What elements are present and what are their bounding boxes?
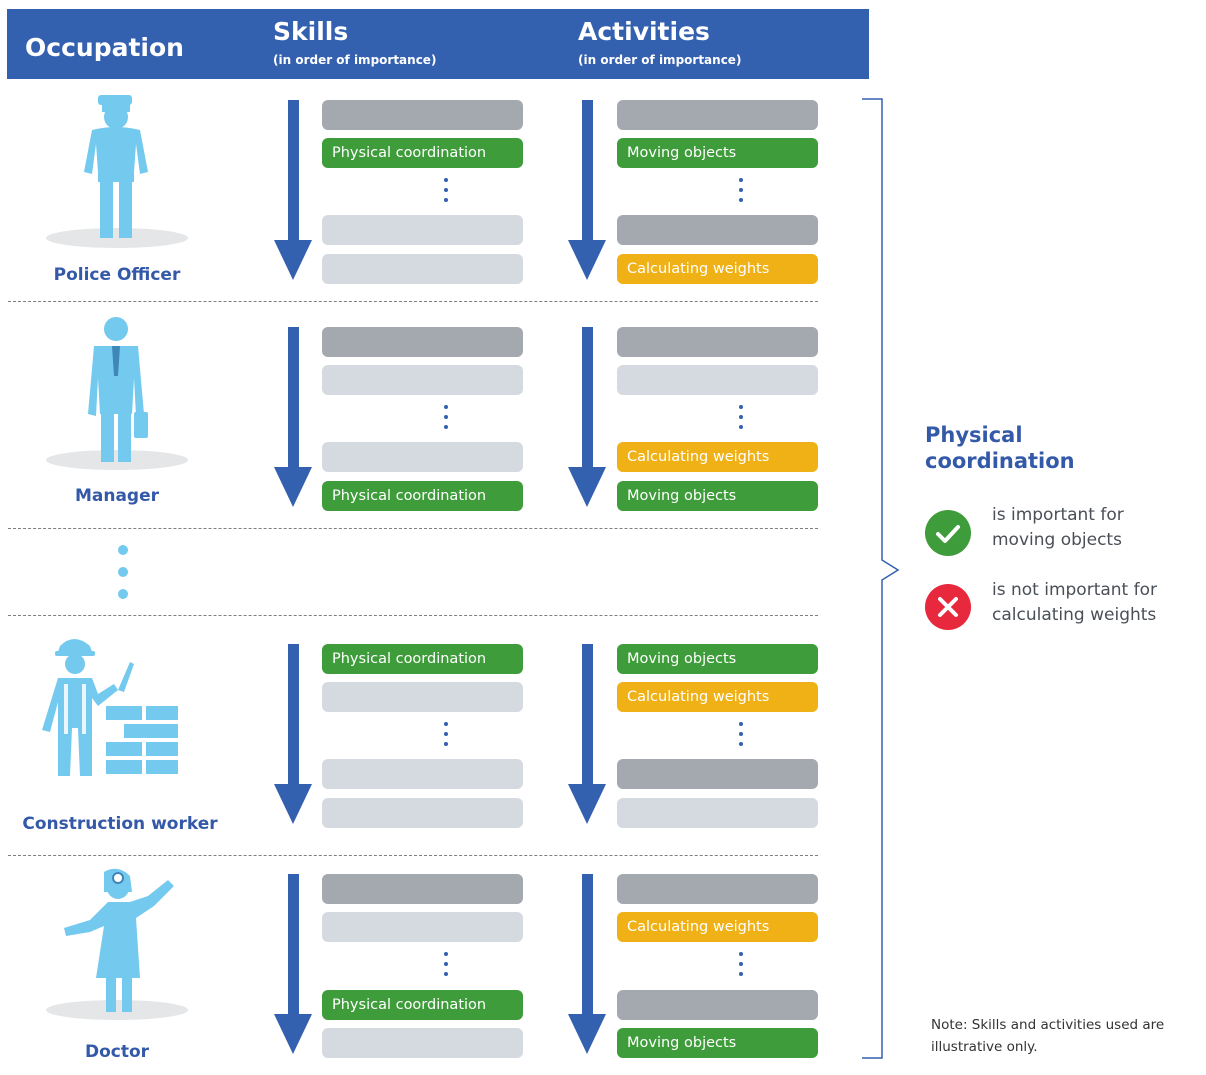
row-separator <box>8 615 818 616</box>
activities-importance-arrow <box>568 644 606 824</box>
skill-slot <box>322 254 523 284</box>
activity-slot <box>617 365 818 395</box>
header-bar: Occupation Skills (in order of importanc… <box>7 9 869 79</box>
skill-slot <box>322 682 523 712</box>
skill-slot <box>322 1028 523 1058</box>
skill-slot <box>322 215 523 245</box>
skill-slot <box>322 912 523 942</box>
activity-slot <box>617 100 818 130</box>
skills-importance-arrow <box>274 100 312 280</box>
activities-importance-arrow <box>568 874 606 1054</box>
skill-slot <box>322 100 523 130</box>
omitted-rows-dot <box>118 567 128 577</box>
not-important-text: is not important for calculating weights <box>992 580 1157 625</box>
activities-subheading: (in order of importance) <box>578 53 742 67</box>
note-text: Note: Skills and activities used are ill… <box>931 1017 1165 1055</box>
cross-icon <box>925 584 971 630</box>
right-bracket <box>862 98 900 1059</box>
omitted-rows-dot <box>118 589 128 599</box>
occupation-label: Police Officer <box>53 265 181 285</box>
ellipsis-dots <box>739 952 743 982</box>
figure-shadow <box>46 228 188 248</box>
occupation-label: Construction worker <box>22 814 218 834</box>
skills-importance-arrow <box>274 644 312 824</box>
activity-slot <box>617 759 818 789</box>
figure-shadow <box>46 450 188 470</box>
occupation-label: Doctor <box>84 1042 150 1062</box>
skills-importance-arrow <box>274 874 312 1054</box>
legend-title: Physical coordination <box>925 423 1075 473</box>
activities-importance-arrow <box>568 327 606 507</box>
activity-slot <box>617 798 818 828</box>
ellipsis-dots <box>444 722 448 752</box>
activity-slot: Moving objects <box>617 481 818 511</box>
omitted-rows-dot <box>118 545 128 555</box>
row-separator <box>8 301 818 302</box>
doctor-icon <box>64 868 174 1012</box>
police-officer-icon <box>84 95 148 238</box>
ellipsis-dots <box>739 722 743 752</box>
occupation-heading: Occupation <box>25 33 184 62</box>
check-icon <box>925 510 971 556</box>
activities-heading: Activities <box>578 17 710 46</box>
skills-heading: Skills <box>273 17 349 46</box>
manager-icon <box>88 317 148 462</box>
ellipsis-dots <box>444 405 448 435</box>
ellipsis-dots <box>739 405 743 435</box>
skill-slot: Physical coordination <box>322 481 523 511</box>
activity-slot: Calculating weights <box>617 442 818 472</box>
activity-slot: Moving objects <box>617 138 818 168</box>
important-text: is important for moving objects <box>992 505 1124 550</box>
row-separator <box>8 855 818 856</box>
skill-slot <box>322 798 523 828</box>
ellipsis-dots <box>444 952 448 982</box>
skill-slot: Physical coordination <box>322 138 523 168</box>
activity-slot: Calculating weights <box>617 912 818 942</box>
skill-slot <box>322 327 523 357</box>
activity-slot: Calculating weights <box>617 682 818 712</box>
skill-slot <box>322 442 523 472</box>
activity-slot: Calculating weights <box>617 254 818 284</box>
occupation-label: Manager <box>74 486 160 506</box>
activity-slot: Moving objects <box>617 1028 818 1058</box>
skill-slot: Physical coordination <box>322 990 523 1020</box>
skill-slot <box>322 759 523 789</box>
skill-slot: Physical coordination <box>322 644 523 674</box>
activity-slot <box>617 215 818 245</box>
activity-slot <box>617 990 818 1020</box>
skill-slot <box>322 874 523 904</box>
activity-slot: Moving objects <box>617 644 818 674</box>
figure-shadow <box>46 1000 188 1020</box>
activity-slot <box>617 874 818 904</box>
construction-worker-icon <box>42 639 178 776</box>
activity-slot <box>617 327 818 357</box>
ellipsis-dots <box>739 178 743 208</box>
skills-subheading: (in order of importance) <box>273 53 437 67</box>
skills-importance-arrow <box>274 327 312 507</box>
ellipsis-dots <box>444 178 448 208</box>
row-separator <box>8 528 818 529</box>
activities-importance-arrow <box>568 100 606 280</box>
skill-slot <box>322 365 523 395</box>
